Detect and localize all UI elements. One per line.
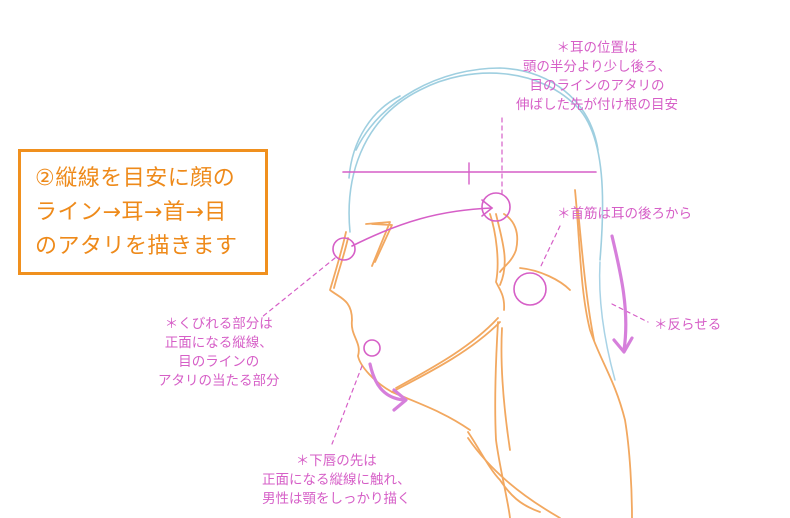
ear-note-line: ＊耳の位置は [556,40,638,56]
face-dent-note-line: アタリの当たる部分 [158,373,280,389]
face-dent-note: ＊くびれる部分は 正面になる縦線、 目のラインの アタリの当たる部分 [158,315,280,391]
instruction-box: ②縦線を目安に顔の ライン→耳→首→目 のアタリを描きます [18,149,268,275]
lip-leader [331,365,363,445]
eye-line-circle-marker [332,237,356,261]
lip-note: ＊下唇の先は 正面になる縦線に触れ、 男性は顎をしっかり描く [262,452,411,509]
arch-note: ＊反らせる [654,316,721,335]
chin-arrowhead [392,388,408,412]
arch-arrowhead [612,336,634,354]
arch-arrow [610,234,628,352]
ear-note-line: 頭の半分より少し後ろ、 [522,59,672,75]
guide-lines [261,117,649,445]
ear-circle-marker [481,192,511,222]
ear-position-note: ＊耳の位置は 頭の半分より少し後ろ、 目のラインのアタリの 伸ばした先が付け根の… [516,39,678,115]
skull-outline [348,67,604,261]
ear-note-line: 伸ばした先が付け根の目安 [516,97,678,113]
neck-muscle-leader [539,225,561,269]
lip-note-line: ＊下唇の先は [295,453,377,469]
ear-note-line: 目のラインのアタリの [529,78,665,94]
face-dent-note-line: 正面になる縦線、 [164,335,273,351]
arch-leader [611,303,649,323]
face-dent-note-line: ＊くびれる部分は [164,316,273,332]
face-dent-note-line: 目のラインの [178,354,260,370]
neck-muscle-note: ＊首筋は耳の後ろから [557,205,692,224]
instruction-line-2: ライン→耳→首→目 [35,200,227,225]
neck-muscle-note-line: ＊首筋は耳の後ろから [557,206,692,222]
neck-circle-marker [513,272,547,306]
chin-arrow [368,362,406,402]
eye-line-arrowhead [481,199,494,217]
lip-circle-marker [363,339,381,357]
neck-back-line [598,261,616,381]
lip-note-line: 正面になる縦線に触れ、 [262,472,411,488]
direction-arrows [368,234,634,412]
instruction-line-3: のアタリを描きます [35,234,238,259]
instruction-line-1: ②縦線を目安に顔の [35,166,236,191]
face-dent-leader [261,257,336,318]
arch-note-line: ＊反らせる [654,317,722,333]
eye-line-guide [351,207,493,247]
lip-note-line: 男性は顎をしっかり描く [262,491,411,507]
